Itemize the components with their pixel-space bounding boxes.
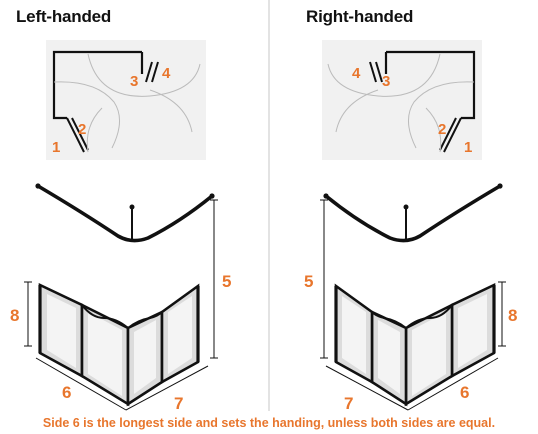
base-dimensions: 6 7 bbox=[35, 357, 209, 411]
plan-swing-arc-3 bbox=[87, 53, 201, 97]
dimension-label-8: 8 bbox=[10, 306, 19, 325]
left-floor-plan: 1 2 3 4 bbox=[46, 40, 206, 160]
handing-footnote: Side 6 is the longest side and sets the … bbox=[42, 416, 496, 430]
plan-walls bbox=[386, 50, 476, 120]
dimension-label-5: 5 bbox=[304, 272, 313, 291]
screen-glass bbox=[168, 296, 192, 374]
long-side-dimension-line bbox=[35, 357, 127, 411]
left-handed-panel: Left-handed 1 2 3 4 bbox=[0, 0, 268, 411]
plan-door-leaf-1 bbox=[66, 117, 85, 153]
screen-glass bbox=[412, 312, 446, 396]
right-handed-panel: Right-handed 1 2 3 4 bbox=[270, 0, 538, 411]
rail-end-cap bbox=[209, 193, 215, 199]
plan-label-1: 1 bbox=[52, 139, 60, 156]
rail-end-cap bbox=[323, 193, 329, 199]
plan-door-leaf-4 bbox=[369, 61, 377, 83]
panel-divider bbox=[268, 0, 270, 411]
screen-glass bbox=[134, 320, 156, 394]
plan-swing-arc-4 bbox=[149, 89, 193, 133]
short-side-dimension-line bbox=[325, 365, 409, 411]
base-dimensions: 6 7 bbox=[325, 357, 499, 411]
right-handed-title: Right-handed bbox=[306, 7, 414, 26]
screen-glass bbox=[47, 294, 76, 368]
height-dimension: 5 bbox=[304, 199, 328, 359]
screen-glass bbox=[458, 294, 487, 368]
plan-background bbox=[46, 40, 206, 160]
short-side-dimension-line bbox=[125, 365, 209, 411]
rail-bar bbox=[36, 184, 214, 243]
rail-end-cap bbox=[35, 183, 41, 189]
rail-end-cap bbox=[497, 183, 503, 189]
plan-door-leaf-1 bbox=[443, 117, 462, 153]
plan-swing-arc-2 bbox=[86, 107, 103, 153]
plan-label-3: 3 bbox=[130, 73, 138, 90]
rail-support-cap bbox=[129, 204, 135, 210]
dimension-label-6: 6 bbox=[460, 383, 469, 402]
right-floor-plan: 1 2 3 4 bbox=[322, 40, 482, 160]
plan-walls bbox=[52, 50, 142, 120]
panel-height-dimension: 8 bbox=[10, 281, 32, 347]
long-side-dimension-line bbox=[407, 357, 499, 411]
panel-height-dimension: 8 bbox=[498, 281, 517, 347]
screen-glass bbox=[88, 312, 122, 396]
plan-label-4: 4 bbox=[352, 65, 361, 82]
left-handed-title: Left-handed bbox=[16, 7, 112, 26]
right-shower-screen bbox=[334, 282, 496, 407]
screen-top-rail bbox=[81, 304, 163, 330]
plan-swing-arc-3 bbox=[327, 53, 441, 97]
plan-label-1: 1 bbox=[464, 139, 472, 156]
plan-door-leaf-2 bbox=[439, 117, 457, 151]
plan-label-4: 4 bbox=[162, 65, 171, 82]
left-curtain-rail bbox=[35, 183, 215, 243]
screen-glass bbox=[378, 320, 400, 394]
plan-door-leaf-4 bbox=[151, 61, 159, 83]
plan-door-leaf-3 bbox=[375, 61, 383, 83]
plan-background bbox=[322, 40, 482, 160]
screen-top-rail bbox=[371, 304, 453, 330]
right-handed-diagram: 1 2 3 4 5 8 bbox=[304, 40, 517, 411]
plan-swing-arc-1 bbox=[408, 81, 475, 149]
left-handed-diagram: 1 2 3 4 5 8 bbox=[10, 40, 231, 411]
dimension-label-6: 6 bbox=[62, 383, 71, 402]
dimension-label-7: 7 bbox=[174, 394, 183, 411]
screen-glass bbox=[342, 296, 366, 374]
right-curtain-rail bbox=[323, 183, 503, 243]
dimension-label-7: 7 bbox=[344, 394, 353, 411]
plan-door-leaf-3 bbox=[145, 61, 153, 83]
rail-support-cap bbox=[403, 204, 409, 210]
left-shower-screen bbox=[38, 282, 200, 407]
plan-swing-arc-1 bbox=[53, 81, 120, 149]
rail-bar bbox=[324, 184, 502, 243]
plan-swing-arc-2 bbox=[425, 107, 442, 153]
dimension-label-5: 5 bbox=[222, 272, 231, 291]
plan-swing-arc-4 bbox=[335, 89, 379, 133]
plan-label-3: 3 bbox=[382, 73, 390, 90]
plan-door-leaf-2 bbox=[71, 117, 89, 151]
plan-label-2: 2 bbox=[438, 121, 446, 138]
plan-label-2: 2 bbox=[78, 121, 86, 138]
dimension-label-8: 8 bbox=[508, 306, 517, 325]
height-dimension: 5 bbox=[210, 199, 231, 359]
